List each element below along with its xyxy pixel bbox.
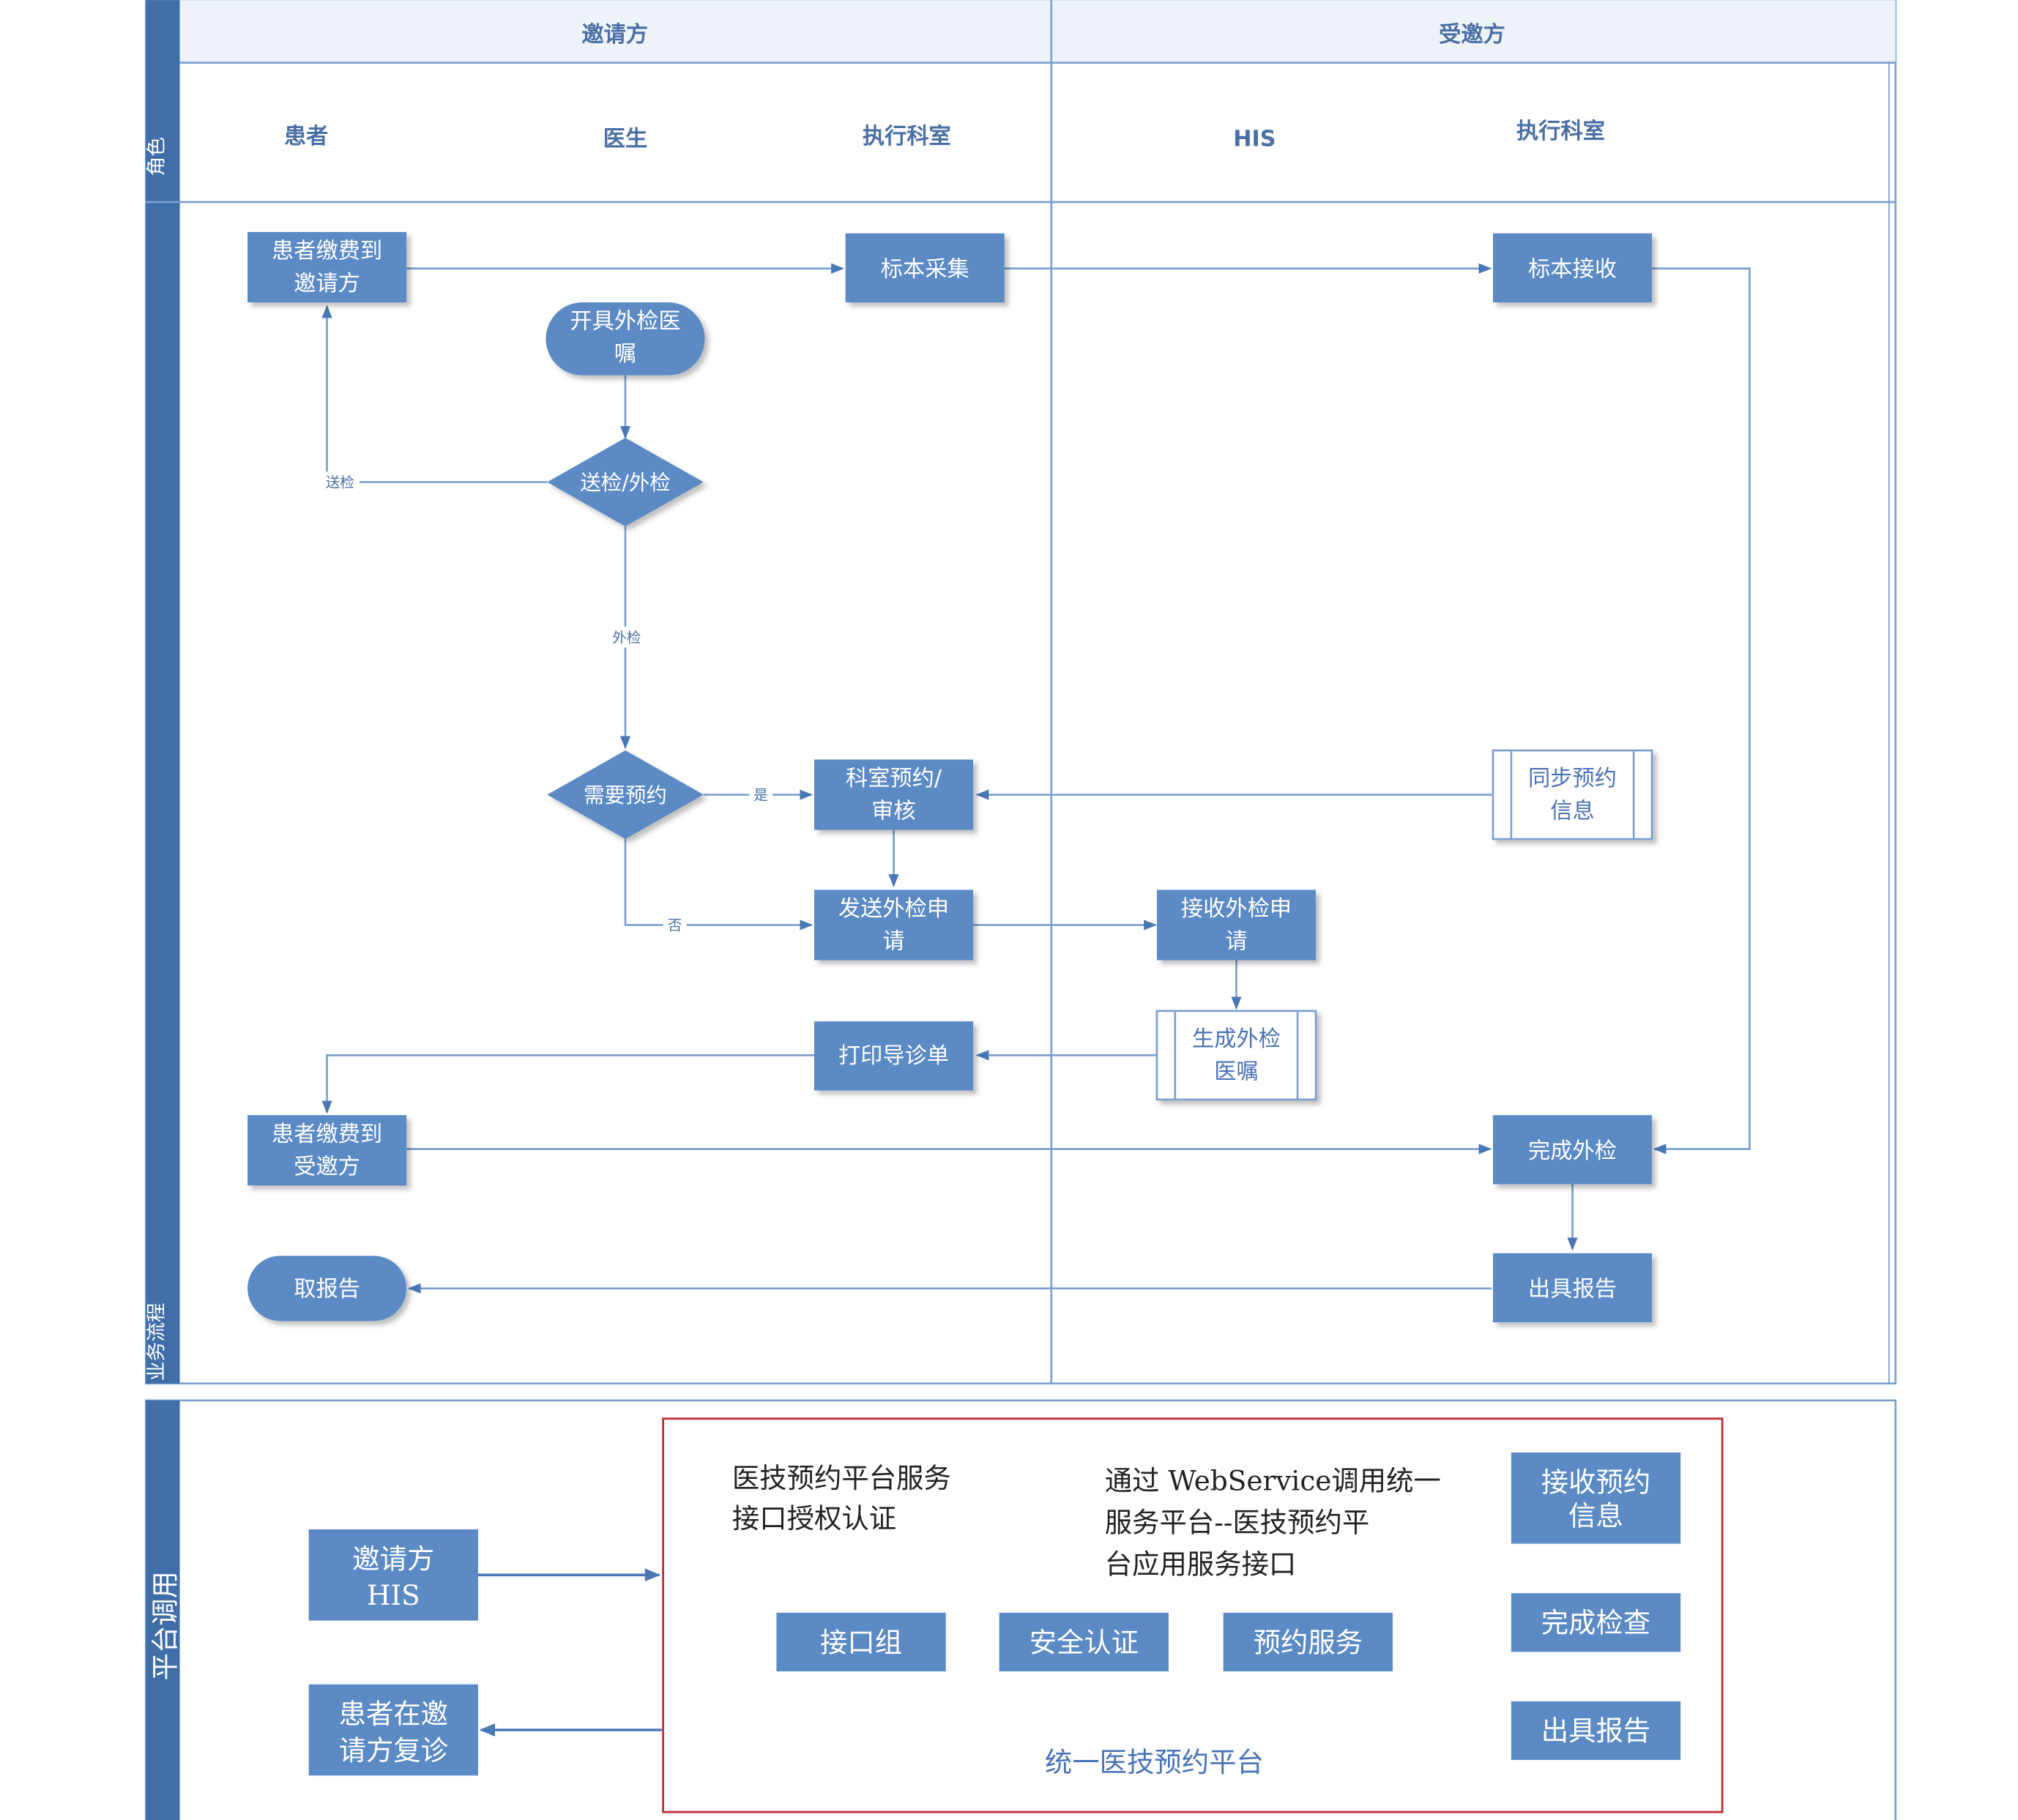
role-exec-dept-inviter: 执行科室 (863, 123, 951, 149)
platform-ws-text: 通过 WebService调用统一服务平台--医技预约平台应用服务接口 (1105, 1465, 1441, 1581)
step-sample-collect (845, 233, 1005, 302)
platform-name: 统一医技预约平台 (1045, 1746, 1264, 1778)
step-order-external-label: 开具外检医嘱 (570, 309, 680, 367)
edge-label-external: 外检 (612, 629, 641, 646)
step-sync-appointment-label: 同步预约信息 (1528, 766, 1617, 824)
edge-label-yes: 是 (753, 787, 768, 804)
platform-revisit-label: 患者在邀请方复诊 (339, 1698, 448, 1767)
role-doctor: 医生 (603, 126, 647, 152)
column-header-invitee: 受邀方 (1439, 21, 1505, 48)
platform-inviter-his (308, 1529, 478, 1621)
role-his: HIS (1233, 126, 1276, 152)
step-dept-appointment-label: 科室预约/审核 (846, 766, 942, 824)
platform-receive-info (1511, 1452, 1681, 1544)
step-sample-receive-label: 标本接收 (1528, 256, 1617, 282)
platform-interface-group (776, 1612, 946, 1671)
platform-booking-label: 预约服务 (1254, 1626, 1363, 1658)
platform-auth-text: 医技预约平台服务接口授权认证 (732, 1462, 951, 1534)
role-exec-dept-invitee: 执行科室 (1516, 118, 1605, 144)
swimlane-frame (144, 0, 1897, 1385)
lane-bar (146, 0, 180, 1384)
step-print-guide (814, 1021, 974, 1091)
step-pay-inviter (247, 231, 407, 302)
decision-need-appointment-label: 需要预约 (584, 783, 667, 808)
column-header-inviter: 邀请方 (581, 21, 648, 48)
edge-label-send: 送检 (326, 474, 354, 491)
step-complete-exam-label: 完成外检 (1528, 1138, 1617, 1164)
step-complete-exam (1492, 1115, 1653, 1185)
step-send-request-label: 发送外检申请 (838, 896, 949, 954)
step-issue-report-label: 出具报告 (1528, 1277, 1617, 1302)
edge-no (624, 839, 813, 930)
edge-send-back (321, 305, 548, 483)
edge-label-no: 否 (668, 917, 682, 934)
step-pay-invitee (247, 1115, 407, 1186)
step-sample-collect-label: 标本采集 (881, 256, 969, 282)
lane-label-flow: 业务流程 (145, 1302, 168, 1381)
step-sync-appointment (1492, 749, 1653, 840)
lane-label-platform: 平台调用 (149, 1571, 181, 1680)
platform-booking (1223, 1612, 1393, 1671)
step-get-report (247, 1256, 407, 1321)
decision-send-or-external-label: 送检/外检 (580, 471, 670, 495)
platform-receive-info-label: 接收预约信息 (1541, 1466, 1650, 1532)
step-sample-receive (1492, 233, 1653, 302)
step-print-guide-label: 打印导诊单 (838, 1043, 949, 1069)
role-patient: 患者 (284, 124, 328, 149)
step-receive-request-label: 接收外检申请 (1181, 896, 1292, 954)
step-order-external (546, 302, 705, 376)
step-dept-appointment (814, 759, 974, 830)
platform-done-check (1511, 1593, 1681, 1652)
edge-receive-to-complete (1652, 267, 1751, 1155)
connectors (321, 263, 1751, 1294)
step-send-request (814, 890, 974, 961)
step-pay-inviter-label: 患者缴费到邀请方 (272, 239, 382, 297)
header-band (179, 0, 1896, 63)
platform-security (999, 1612, 1169, 1671)
edge-print-to-pay (321, 1054, 815, 1114)
step-get-report-label: 取报告 (294, 1277, 360, 1302)
step-issue-report (1492, 1253, 1653, 1323)
platform-issue-report (1511, 1701, 1681, 1760)
unified-platform-frame (662, 1417, 1724, 1813)
step-generate-order-label: 生成外检医嘱 (1192, 1026, 1281, 1084)
step-pay-invitee-label: 患者缴费到受邀方 (272, 1122, 382, 1179)
platform-lane-bar (146, 1400, 180, 1820)
platform-done-check-label: 完成检查 (1541, 1607, 1650, 1639)
step-generate-order (1155, 1010, 1317, 1101)
step-receive-request (1156, 890, 1317, 961)
platform-interface-group-label: 接口组 (820, 1626, 902, 1658)
platform-issue-report-label: 出具报告 (1541, 1715, 1650, 1747)
platform-security-label: 安全认证 (1030, 1626, 1139, 1658)
platform-revisit (308, 1684, 478, 1776)
lane-label-role: 角色 (145, 137, 168, 176)
